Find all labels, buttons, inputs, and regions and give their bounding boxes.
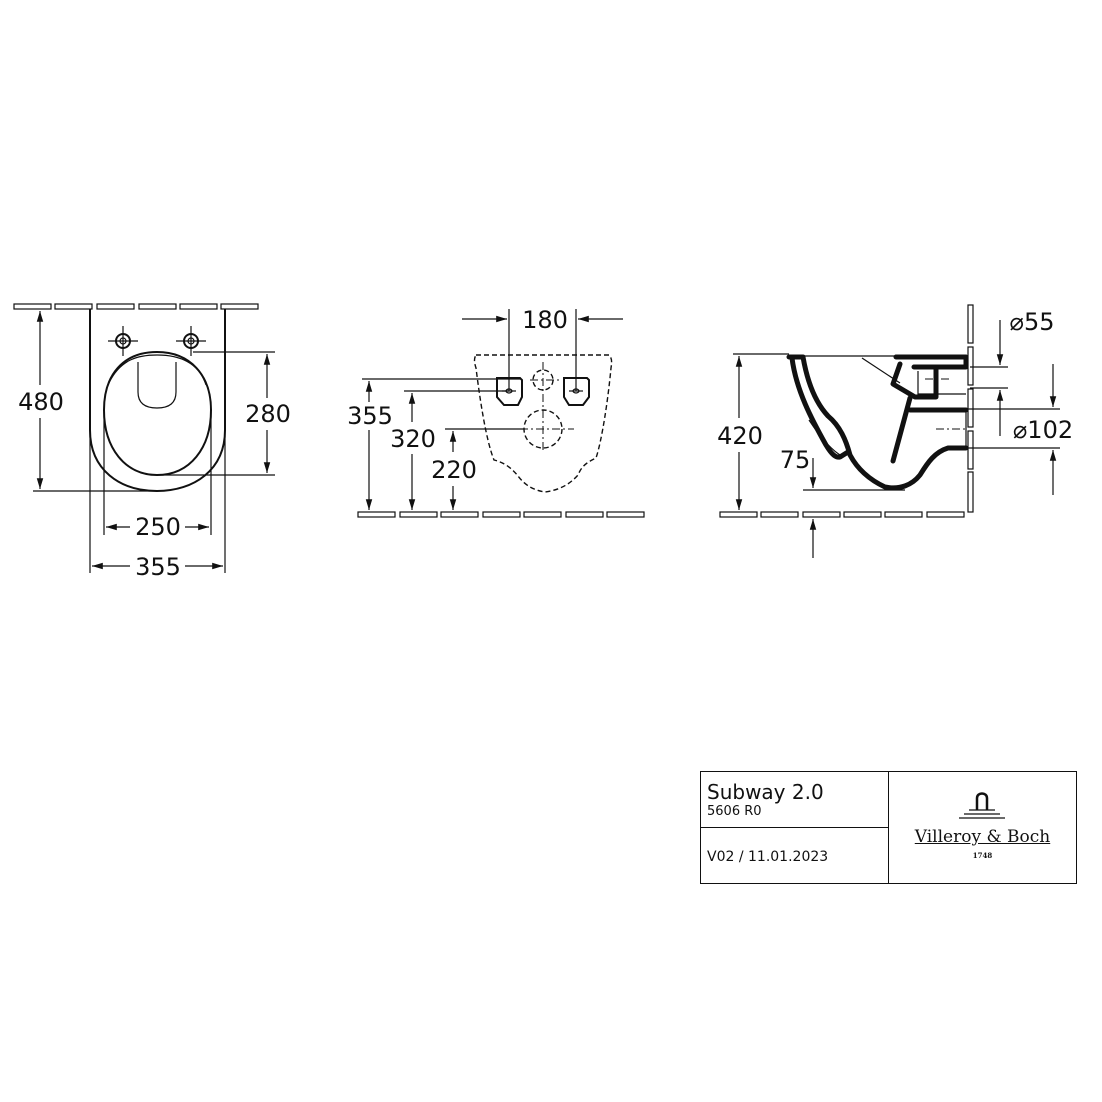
floor-strip xyxy=(357,511,645,518)
dim-overall-length: 480 xyxy=(18,388,64,416)
dim-overall-width: 355 xyxy=(135,553,181,581)
dim-bolt-height: 320 xyxy=(390,425,436,453)
dim-bowl-width: 250 xyxy=(135,513,181,541)
dim-upper-height: 355 xyxy=(347,402,393,430)
dim-bottom-clearance: 75 xyxy=(780,446,811,474)
dim-outlet-diameter: ⌀102 xyxy=(1013,416,1073,444)
title-block: Subway 2.0 5606 R0 V02 / 11.01.2023 Vill… xyxy=(700,771,1077,884)
product-name: Subway 2.0 xyxy=(707,780,824,804)
brand-logo: Villeroy & Boch 1748 xyxy=(889,772,1076,883)
dim-outlet-height: 220 xyxy=(431,456,477,484)
brand-year: 1748 xyxy=(972,851,993,860)
flush-rim xyxy=(137,362,177,409)
floor-strip xyxy=(719,511,965,518)
bowl-outline xyxy=(102,350,213,477)
wall-strip xyxy=(13,303,259,310)
bolt-hole-left-icon xyxy=(108,326,138,356)
version-date: V02 / 11.01.2023 xyxy=(707,849,829,865)
rear-view: 180 355 320 220 xyxy=(347,306,645,518)
side-view: 420 75 ⌀55 ⌀102 xyxy=(717,304,1073,558)
bowl-profile xyxy=(786,354,969,491)
bolt-hole-right-icon xyxy=(176,326,206,356)
dim-bolt-spacing: 180 xyxy=(522,306,568,334)
dim-overall-height: 420 xyxy=(717,422,763,450)
brand-name: Villeroy & Boch xyxy=(914,827,1051,847)
dim-inlet-diameter: ⌀55 xyxy=(1010,308,1055,336)
toilet-outline xyxy=(89,309,226,493)
title-block-info: Subway 2.0 5606 R0 V02 / 11.01.2023 xyxy=(701,772,889,883)
product-code: 5606 R0 xyxy=(707,804,762,819)
bracket-right xyxy=(563,377,590,406)
top-view: 480 280 250 355 xyxy=(13,303,291,581)
dim-bowl-length: 280 xyxy=(245,400,291,428)
bracket-left xyxy=(496,377,523,406)
dashed-toilet-outline xyxy=(473,354,613,493)
faucet-logo-icon xyxy=(959,792,1005,819)
